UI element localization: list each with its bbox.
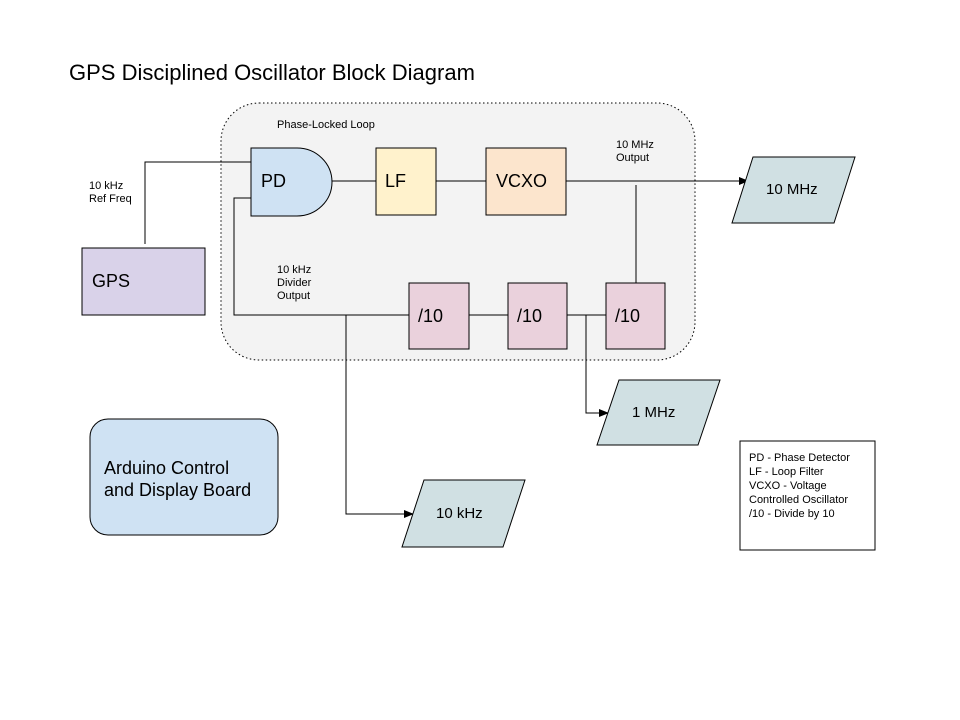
vcxo-label: VCXO — [496, 171, 548, 191]
vcxo-block — [485, 147, 567, 216]
lf-label: LF — [385, 171, 407, 191]
vcxo-output-line-1: 10 MHz — [616, 139, 654, 151]
arduino-block — [89, 418, 279, 536]
divider-block-1 — [408, 282, 470, 350]
ref-freq-annotation: 10 kHz Ref Freq — [89, 180, 132, 206]
pd-block — [250, 147, 333, 217]
legend-item: Controlled Oscillator — [749, 494, 849, 506]
legend-box — [739, 440, 876, 551]
arduino-label: Arduino Control and Display Board — [104, 457, 251, 501]
divider-label-3: /10 — [615, 306, 641, 326]
divider-output-line-2: Divider — [277, 277, 312, 289]
feedback-line — [233, 197, 409, 316]
legend-item: VCXO - Voltage — [749, 480, 827, 492]
divider-label-2: /10 — [517, 306, 543, 326]
gps-label: GPS — [92, 271, 131, 291]
output-10mhz-label: 10 MHz — [766, 181, 818, 198]
ref-freq-line-1: 10 kHz — [89, 180, 124, 192]
ten-khz-line — [345, 315, 414, 518]
pll-label: Phase-Locked Loop — [277, 119, 375, 131]
divider-label-1: /10 — [418, 306, 444, 326]
divider-output-line-1: 10 kHz — [277, 264, 312, 276]
legend: PD - Phase Detector LF - Loop Filter VCX… — [749, 451, 850, 521]
divider-block-3 — [605, 282, 666, 350]
vcxo-output-line-2: Output — [616, 152, 650, 164]
legend-item: LF - Loop Filter — [749, 466, 824, 478]
output-1mhz-label: 1 MHz — [632, 404, 676, 421]
pd-label: PD — [261, 171, 287, 191]
output-10khz-shape — [401, 479, 526, 548]
output-10mhz-shape — [731, 156, 856, 224]
arduino-label-line-2: and Display Board — [104, 480, 252, 500]
divider-output-annotation: 10 kHz Divider Output — [277, 264, 311, 303]
legend-item: /10 - Divide by 10 — [749, 508, 835, 520]
divider-output-line-3: Output — [277, 290, 311, 302]
ref-freq-line — [144, 161, 251, 244]
vcxo-output-annotation: 10 MHz Output — [616, 139, 654, 165]
arduino-label-line-1: Arduino Control — [104, 458, 230, 478]
output-1mhz-shape — [596, 379, 721, 446]
page-title: GPS Disciplined Oscillator Block Diagram — [69, 60, 475, 85]
ref-freq-line-2: Ref Freq — [89, 193, 132, 205]
legend-item: PD - Phase Detector — [749, 452, 850, 464]
output-10khz-label: 10 kHz — [436, 505, 483, 522]
pll-group-box — [220, 102, 696, 361]
divider-block-2 — [507, 282, 568, 350]
one-mhz-line — [585, 315, 609, 417]
gps-block — [81, 247, 206, 316]
lf-block — [375, 147, 437, 216]
